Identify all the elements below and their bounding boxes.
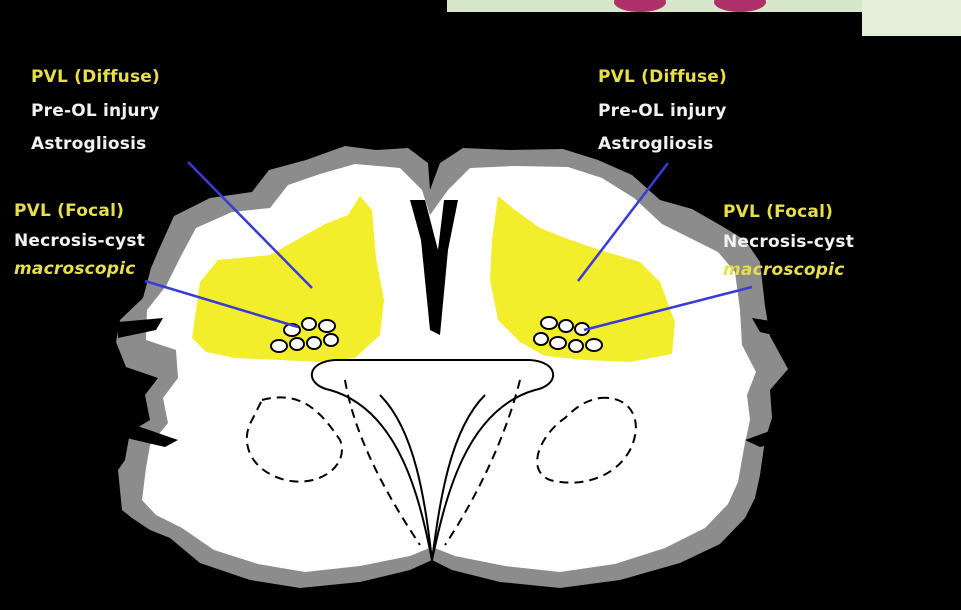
left-focal-title: PVL (Focal) (14, 200, 124, 222)
cyst (586, 339, 602, 351)
cyst (290, 338, 304, 350)
cyst (559, 320, 573, 332)
right-diffuse-line2: Astrogliosis (598, 133, 713, 155)
right-focal-line1: Necrosis-cyst (723, 231, 854, 253)
right-diffuse-line1: Pre-OL injury (598, 100, 727, 122)
right-focal-title: PVL (Focal) (723, 201, 833, 223)
right-focal-line2: macroscopic (723, 259, 844, 281)
cyst (569, 340, 583, 352)
left-diffuse-line2: Astrogliosis (31, 133, 146, 155)
left-diffuse-title: PVL (Diffuse) (31, 66, 160, 88)
left-focal-line2: macroscopic (14, 258, 135, 280)
cyst (302, 318, 316, 330)
cyst (541, 317, 557, 329)
cyst (534, 333, 548, 345)
cyst (271, 340, 287, 352)
left-focal-line1: Necrosis-cyst (14, 230, 145, 252)
right-diffuse-title: PVL (Diffuse) (598, 66, 727, 88)
top-photo-strip (447, 0, 961, 36)
cyst (319, 320, 335, 332)
left-diffuse-line1: Pre-OL injury (31, 100, 160, 122)
cyst (550, 337, 566, 349)
cyst (324, 334, 338, 346)
cyst (307, 337, 321, 349)
